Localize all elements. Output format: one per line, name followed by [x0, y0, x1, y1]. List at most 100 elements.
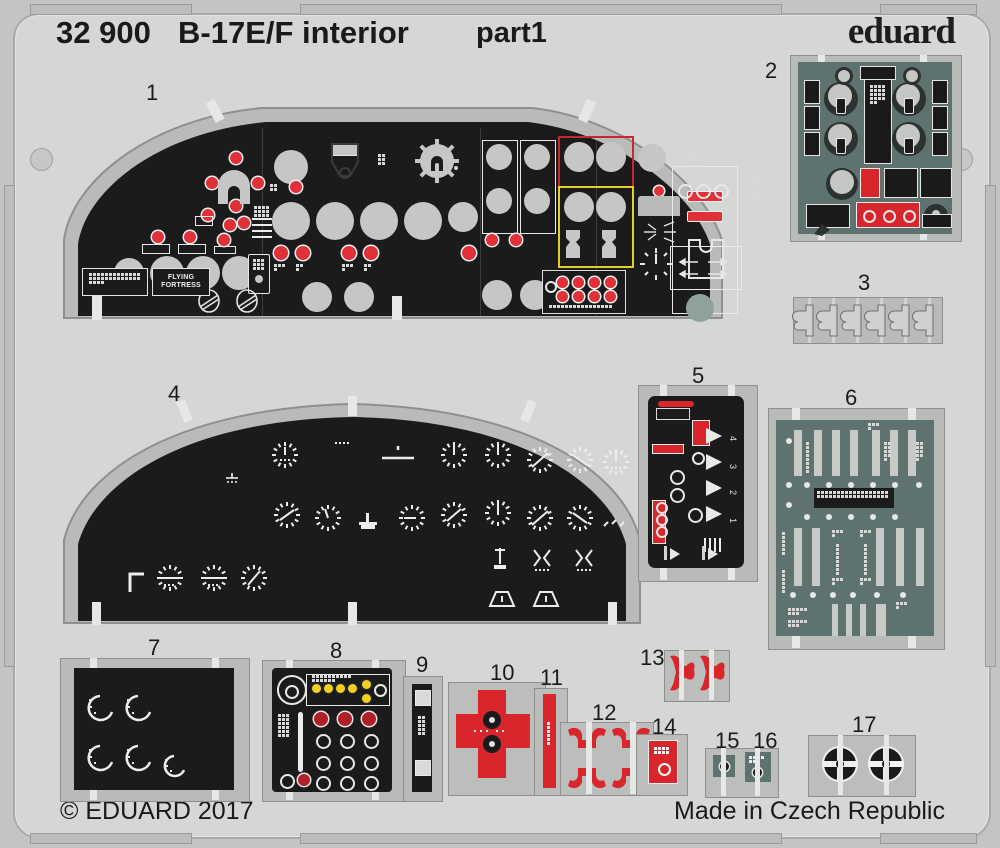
part-3-bracket-strip — [792, 297, 943, 344]
sprue-connector — [286, 786, 293, 800]
rivet-group — [916, 442, 926, 461]
rivet-group — [312, 675, 352, 682]
switch-cap-yellow — [312, 684, 321, 693]
warning-light — [510, 234, 522, 246]
knob-ring — [903, 210, 916, 223]
rivet-group — [270, 184, 280, 191]
instrument-dial — [564, 192, 594, 222]
sprue-connector — [884, 735, 889, 795]
rivet-group — [788, 608, 810, 615]
vent-slot — [850, 430, 858, 476]
part-5-electrical-panel: 4 3 2 1 — [648, 396, 744, 568]
sprue-connector — [908, 632, 916, 648]
connector-block — [656, 408, 690, 420]
instrument-group-box — [482, 140, 518, 234]
rivet — [786, 482, 792, 488]
warning-light — [342, 246, 356, 260]
rivet-group — [884, 442, 894, 461]
flying-fortress-line2: FORTRESS — [161, 282, 201, 289]
red-control-placard — [856, 202, 920, 228]
sprue-connector — [792, 408, 800, 424]
instrument-dial — [316, 202, 354, 240]
rivet-group — [253, 259, 265, 270]
switch-cap — [573, 277, 584, 288]
made-in-text: Made in Czech Republic — [674, 797, 945, 825]
eduard-logo: eduard — [847, 11, 956, 52]
data-plate-text-rows — [89, 273, 141, 284]
rivet — [804, 482, 810, 488]
vent-slot — [832, 604, 838, 636]
sprue-connector — [90, 786, 97, 800]
warning-light — [252, 177, 264, 189]
instrument-dial — [404, 202, 442, 240]
rivet-group — [836, 544, 840, 575]
sprue-connector — [679, 650, 684, 700]
warning-light — [290, 181, 302, 193]
part-number-17: 17 — [852, 712, 877, 737]
vent-slot — [876, 528, 884, 586]
svg-text:3: 3 — [728, 464, 738, 469]
switch-cap — [605, 291, 616, 302]
registration-hole-left — [30, 148, 53, 171]
warning-light — [202, 209, 214, 221]
part-number-1: 1 — [146, 80, 159, 105]
centre-terminal-block — [814, 488, 894, 508]
dial-pointer — [836, 138, 846, 154]
knob-ring — [280, 774, 295, 789]
dial-pointer — [836, 98, 846, 114]
instrument-dial — [564, 142, 594, 172]
instrument-dial — [272, 202, 310, 240]
warning-light — [230, 152, 242, 164]
fuse-strip — [252, 236, 272, 238]
knob-ring — [316, 776, 331, 791]
switch-cap-yellow — [362, 694, 371, 703]
connector-block — [932, 80, 948, 104]
lower-connectors — [664, 546, 718, 560]
instrument-group-box — [520, 140, 556, 234]
rivet — [804, 514, 810, 520]
knob-ring — [696, 184, 711, 199]
grommet — [670, 488, 685, 503]
rivet-group — [364, 264, 374, 271]
instrument-dial — [344, 282, 374, 312]
vent-slot — [814, 430, 822, 476]
switch-diagram-box — [670, 246, 742, 290]
rivet-group — [254, 206, 272, 217]
lower-left-block — [806, 204, 850, 228]
panel-seam — [596, 140, 597, 316]
part-number-9: 9 — [416, 652, 429, 677]
sprue-connector — [286, 660, 293, 674]
switch-placard — [142, 244, 170, 254]
rivet-group — [686, 154, 702, 165]
dial-pointer — [904, 138, 914, 154]
connector-block — [932, 132, 948, 156]
vent-slot — [876, 604, 886, 636]
connector-block — [804, 80, 820, 104]
engine-switch-red — [338, 712, 352, 726]
knob-ring — [340, 756, 355, 771]
switch-placard — [214, 246, 236, 254]
rivet-group — [832, 578, 846, 585]
part-number-6: 6 — [845, 385, 858, 410]
arrow-diagram — [678, 257, 728, 279]
rivet-group — [278, 714, 290, 737]
switch-cap — [557, 277, 568, 288]
vent-slot — [860, 604, 866, 636]
sprue-connector — [838, 735, 843, 795]
page-title: B-17E/F interior — [178, 15, 409, 50]
control-wheel — [276, 675, 307, 705]
dial-face — [830, 170, 854, 194]
knob-ring — [863, 210, 876, 223]
knob-ring — [883, 210, 896, 223]
vent-slot — [846, 604, 852, 636]
rivet — [848, 514, 854, 520]
sprue-connector — [721, 748, 726, 796]
part-4-instrument-face-panel — [62, 390, 642, 625]
fret-tab-top-left — [30, 4, 192, 15]
part-2-radio-operator-panel — [798, 62, 952, 236]
svg-text:2: 2 — [728, 490, 738, 495]
instrument-dial — [638, 144, 666, 172]
keypad-knob — [255, 275, 263, 283]
warning-light — [462, 246, 476, 260]
